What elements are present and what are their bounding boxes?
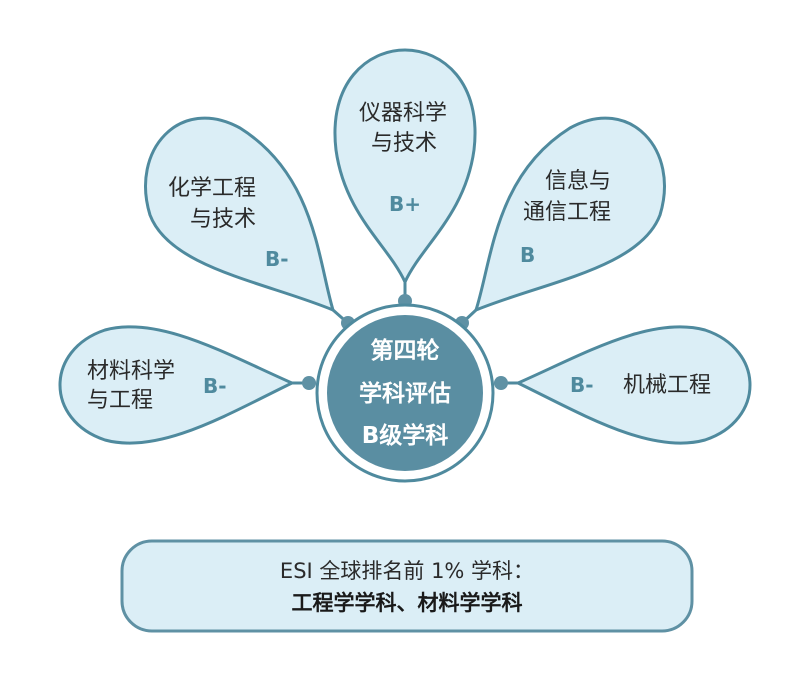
petal-mechanical: 机械工程 B- — [494, 325, 752, 445]
petal-instrument: 仪器科学 与技术 B+ — [333, 48, 477, 308]
esi-box: ESI 全球排名前 1% 学科： 工程学学科、材料学学科 — [120, 539, 694, 633]
petal-shape — [473, 116, 666, 313]
petal-shape — [144, 116, 336, 313]
petal-shape — [514, 325, 752, 445]
grade-label: B- — [203, 374, 227, 398]
esi-line2: 工程学学科、材料学学科 — [292, 591, 523, 615]
connector-dot — [302, 376, 316, 390]
petal-shape — [333, 48, 477, 286]
hub-line: 学科评估 — [359, 380, 451, 407]
petal-info: 信息与 通信工程 B — [455, 116, 666, 330]
esi-line1: ESI 全球排名前 1% 学科： — [280, 559, 534, 583]
petal-chemical: 化学工程 与技术 B- — [144, 116, 355, 330]
petal-name-line: 与技术 — [190, 207, 256, 232]
petal-name-line: 材料科学 — [87, 359, 175, 384]
grade-label: B- — [570, 373, 594, 397]
petal-materials: 材料科学 与工程 B- — [58, 325, 316, 445]
petal-name-line: 与工程 — [87, 388, 153, 413]
connector-dot — [494, 376, 508, 390]
petal-name-line: 机械工程 — [623, 373, 711, 398]
grade-label: B — [520, 243, 535, 267]
hub-disc — [327, 315, 483, 471]
petal-name-line: 化学工程 — [168, 176, 256, 201]
petal-name-line: 仪器科学 — [359, 101, 447, 126]
grade-label: B- — [265, 247, 289, 271]
hub-line: 第四轮 — [371, 337, 440, 364]
hub-line: B级学科 — [362, 422, 449, 449]
hub: 第四轮 学科评估 B级学科 — [315, 303, 495, 483]
esi-box-bg — [120, 539, 694, 633]
grade-label: B+ — [389, 192, 421, 216]
petal-name-line: 通信工程 — [523, 200, 611, 225]
petal-shape — [58, 325, 296, 445]
petal-name-line: 与技术 — [371, 131, 437, 156]
petal-name-line: 信息与 — [545, 169, 611, 194]
